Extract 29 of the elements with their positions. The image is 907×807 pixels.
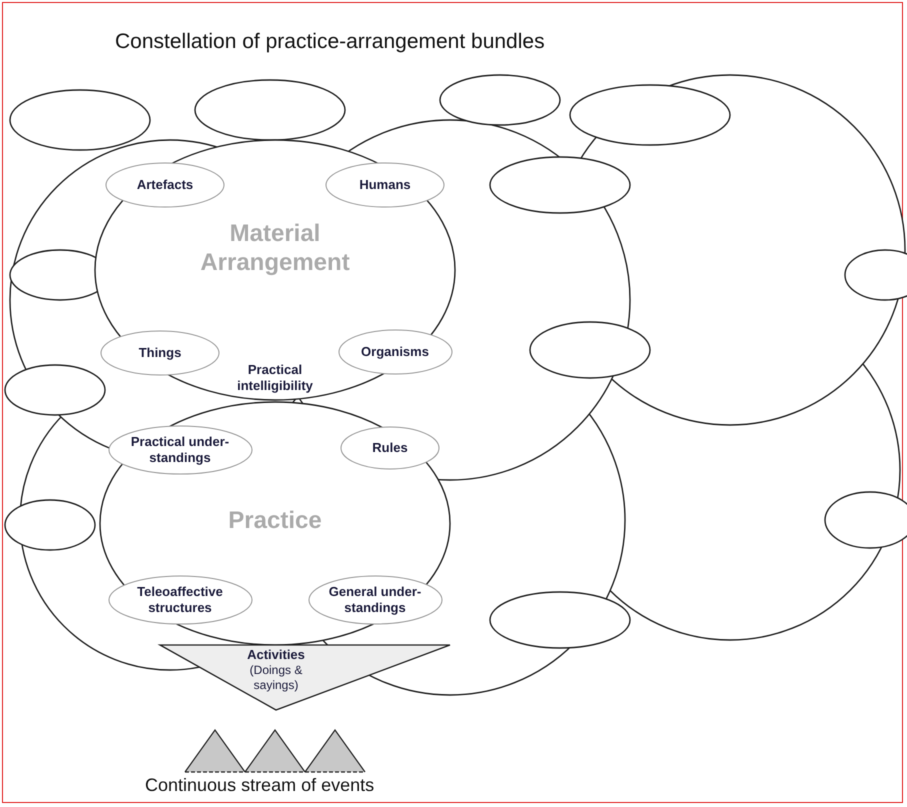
- text-label: Practical intelligibility: [236, 362, 314, 394]
- ellipse-node: [100, 330, 220, 376]
- node-label: Artefacts: [136, 176, 194, 194]
- ellipse-node: [325, 162, 445, 208]
- cloud-shape: [100, 402, 450, 645]
- node-label: General under-standings: [328, 584, 422, 616]
- ellipse-node: [308, 575, 442, 625]
- ellipse-node: [338, 329, 452, 375]
- triangle-shape: [305, 730, 365, 772]
- title: Constellation of practice-arrangement bundles: [115, 30, 545, 54]
- heading-label: Practice: [227, 507, 323, 536]
- node-label: Activities: [246, 647, 306, 664]
- cloud-shape: [95, 140, 455, 400]
- node-label: Things: [138, 344, 182, 362]
- node-label: Rules: [372, 440, 408, 456]
- node-subtext: (Doings & sayings): [248, 663, 304, 693]
- node-label: Organisms: [361, 344, 429, 360]
- caption: Continuous stream of events: [145, 775, 374, 796]
- triangle-shape: [185, 730, 245, 772]
- node-label: Practical under-standings: [130, 434, 230, 466]
- ellipse-node: [108, 575, 252, 625]
- ellipse-node: [108, 425, 252, 475]
- node-label: Teleoaffective structures: [136, 584, 224, 616]
- heading-label: Material Arrangement: [199, 220, 351, 278]
- triangle-node: [160, 645, 450, 710]
- ellipse-node: [105, 162, 225, 208]
- node-label: Humans: [359, 176, 411, 194]
- triangle-shape: [245, 730, 305, 772]
- ellipse-node: [340, 426, 440, 470]
